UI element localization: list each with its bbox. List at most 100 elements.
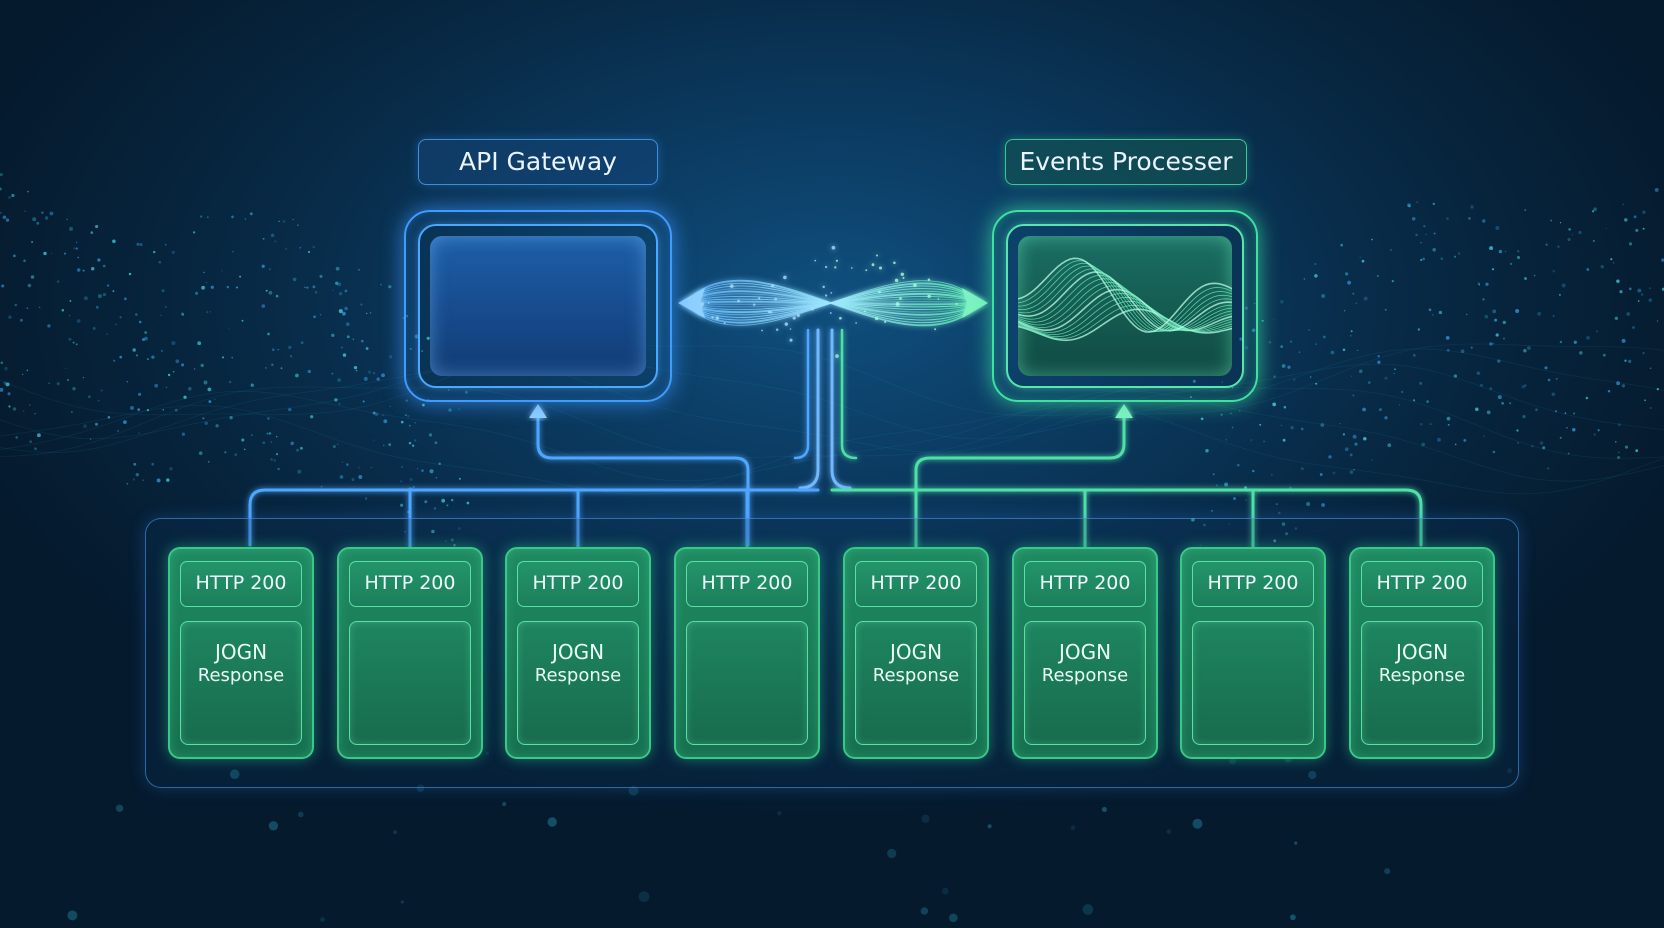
stream-particle <box>836 260 838 262</box>
particle <box>401 466 403 468</box>
particle <box>83 270 85 272</box>
particle <box>1635 449 1638 452</box>
particle <box>276 295 279 298</box>
particle <box>161 350 163 352</box>
particle <box>1510 263 1512 265</box>
particle <box>1499 250 1502 253</box>
particle <box>231 357 233 359</box>
response-card[interactable]: HTTP 200 <box>337 547 483 759</box>
particle <box>22 410 24 412</box>
particle <box>363 400 365 402</box>
response-card[interactable]: HTTP 200 <box>1180 547 1326 759</box>
particle <box>1251 439 1252 440</box>
particle <box>1593 240 1595 242</box>
particle <box>376 377 379 380</box>
particle <box>1552 270 1555 273</box>
particle <box>1308 329 1310 331</box>
particle <box>34 413 35 414</box>
response-body: JOGNResponse <box>180 621 302 745</box>
particle <box>1515 309 1519 313</box>
stream-particle <box>835 354 839 358</box>
stream-particle <box>730 284 734 288</box>
status-badge: HTTP 200 <box>1361 561 1483 607</box>
particle <box>261 304 265 308</box>
particle <box>1643 352 1645 354</box>
particle <box>1586 397 1589 400</box>
particle <box>23 260 26 263</box>
stream-particle <box>771 284 774 287</box>
particle <box>1213 473 1215 475</box>
particle <box>168 374 170 376</box>
response-card[interactable]: HTTP 200 <box>674 547 820 759</box>
particle <box>8 196 10 198</box>
particle <box>1434 232 1436 234</box>
particle <box>127 381 128 382</box>
particle <box>227 286 229 288</box>
particle <box>1483 436 1484 437</box>
particle <box>304 286 306 288</box>
particle <box>244 449 246 451</box>
particle <box>381 373 385 377</box>
particle <box>1637 289 1641 293</box>
stream-particle <box>797 314 800 317</box>
particle <box>1560 341 1562 343</box>
bokeh-dot <box>777 811 782 816</box>
particle <box>1377 361 1380 364</box>
bokeh-dot <box>1193 819 1203 829</box>
stream-particle <box>839 317 842 320</box>
particle <box>1387 443 1391 447</box>
particle <box>1517 250 1519 252</box>
particle <box>1553 315 1555 317</box>
particle <box>263 238 265 240</box>
response-format-label: JOGN <box>1362 640 1482 664</box>
particle <box>1650 367 1652 369</box>
particle <box>276 453 278 455</box>
particle <box>112 240 116 244</box>
particle <box>1416 201 1418 203</box>
particle <box>144 337 148 341</box>
processor-node[interactable] <box>992 210 1258 402</box>
particle <box>221 270 222 271</box>
stream-particle <box>793 316 796 319</box>
particle <box>1343 433 1345 435</box>
particle <box>389 355 392 358</box>
stream-particle <box>855 322 857 324</box>
particle <box>239 276 241 278</box>
particle <box>39 307 40 308</box>
gateway-node[interactable] <box>404 210 672 402</box>
particle <box>1466 314 1467 315</box>
particle <box>13 407 16 410</box>
particle <box>1430 423 1432 425</box>
stream-particle <box>825 266 827 268</box>
particle <box>214 399 215 400</box>
particle <box>1523 349 1527 353</box>
stream-particle <box>783 276 787 280</box>
particle <box>73 247 75 249</box>
particle <box>11 194 14 197</box>
stream-particle <box>934 328 936 330</box>
particle <box>1546 244 1548 246</box>
particle <box>32 217 36 221</box>
particle <box>62 309 65 312</box>
particle <box>1649 298 1653 302</box>
particle <box>1262 320 1264 322</box>
particle <box>1245 499 1247 501</box>
particle <box>312 285 315 288</box>
particle <box>336 267 340 271</box>
stream-particle <box>708 302 710 304</box>
particle <box>270 458 273 461</box>
particle <box>409 425 411 427</box>
particle <box>383 419 387 423</box>
stream-particle <box>830 312 832 314</box>
particle <box>1610 258 1612 260</box>
particle <box>1344 310 1345 311</box>
particle <box>66 219 67 220</box>
particle <box>1524 209 1526 211</box>
particle <box>285 248 287 250</box>
